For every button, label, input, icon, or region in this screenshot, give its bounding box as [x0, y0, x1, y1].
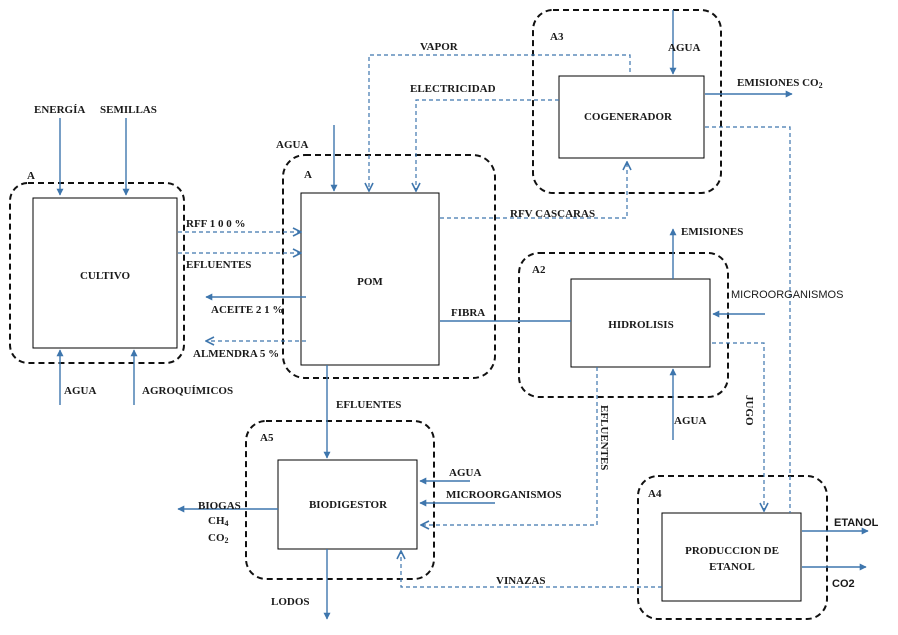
energia-label: ENERGÍA	[34, 104, 85, 116]
area-label-a5: A5	[260, 432, 274, 444]
vapor-label: VAPOR	[420, 41, 459, 53]
pom-label: POM	[357, 276, 383, 288]
jugo-label: JUGO	[743, 395, 755, 426]
agua-hidrolisis-label: AGUA	[674, 415, 706, 427]
area-a2	[518, 252, 729, 398]
efluentes-hidrolisis-label: EFLUENTES	[598, 405, 610, 470]
cogenerador-block	[558, 75, 705, 159]
co2-biodigestor-subscript: 2	[225, 536, 229, 545]
electricidad-label: ELECTRICIDAD	[410, 83, 496, 95]
area-label-a2: A2	[532, 264, 546, 276]
rff-label: RFF 1 0 0 %	[186, 218, 245, 230]
ch4-subscript: 4	[225, 519, 229, 528]
emisiones-label: EMISIONES	[681, 226, 743, 238]
produccion-etanol-block	[661, 512, 802, 602]
biodigestor-label: BIODIGESTOR	[309, 499, 388, 511]
agroquimicos-label: AGROQUÍMICOS	[142, 385, 233, 397]
co2-biodigestor-label: CO2	[208, 532, 229, 545]
vinazas-arrow	[401, 551, 662, 588]
agua-biodigestor-label: AGUA	[449, 467, 481, 479]
area-a5	[245, 420, 435, 580]
cogenerador-to-etanol-line	[705, 126, 791, 513]
emisiones-co2-subscript: 2	[819, 81, 823, 90]
rfv-cascaras-label: RFV CASCARAS	[510, 208, 595, 220]
area-label-pom: A	[304, 169, 312, 181]
pom-block	[300, 192, 440, 366]
cultivo-label: CULTIVO	[80, 270, 131, 282]
efluentes-hidrolisis-arrow	[421, 367, 598, 525]
area-label-cultivo: A	[27, 170, 35, 182]
produccion-label-line2: ETANOL	[709, 561, 755, 573]
efluentes-cultivo-label: EFLUENTES	[186, 259, 251, 271]
area-label-a4: A4	[648, 488, 662, 500]
area-label-a3: A3	[550, 31, 564, 43]
aceite-label: ACEITE 2 1 %	[211, 304, 283, 316]
ch4-label: CH4	[208, 515, 229, 528]
jugo-arrow	[712, 342, 764, 511]
microorganismos-hidrolisis-label: MICROORGANISMOS	[731, 289, 843, 301]
vapor-arrow	[369, 54, 631, 191]
produccion-label-line1: PRODUCCION DE	[685, 545, 779, 557]
microorganismos-biodigestor-label: MICROORGANISMOS	[446, 489, 562, 501]
biogas-label: BIOGAS	[198, 500, 241, 512]
fibra-label: FIBRA	[451, 307, 485, 319]
lodos-label: LODOS	[271, 596, 310, 608]
agua-cultivo-label: AGUA	[64, 385, 96, 397]
agua-cogenerador-label: AGUA	[668, 42, 700, 54]
efluentes-pom-label: EFLUENTES	[336, 399, 401, 411]
semillas-label: SEMILLAS	[100, 104, 157, 116]
agua-pom-label: AGUA	[276, 139, 308, 151]
co2-etanol-label: CO2	[832, 578, 855, 590]
rfv-cascaras-arrow	[440, 162, 627, 219]
etanol-label: ETANOL	[834, 517, 879, 529]
area-a4	[637, 475, 828, 620]
hidrolisis-label: HIDROLISIS	[608, 319, 673, 331]
cultivo-block	[32, 197, 178, 349]
cogenerador-label: COGENERADOR	[584, 111, 673, 123]
area-a3	[532, 9, 722, 194]
electricidad-arrow	[416, 99, 559, 191]
biodigestor-block	[277, 459, 418, 550]
area-pom	[282, 154, 496, 379]
vinazas-label: VINAZAS	[496, 575, 546, 587]
almendra-label: ALMENDRA 5 %	[193, 348, 279, 360]
hidrolisis-block	[570, 278, 711, 368]
emisiones-co2-label: EMISIONES CO2	[737, 77, 823, 90]
